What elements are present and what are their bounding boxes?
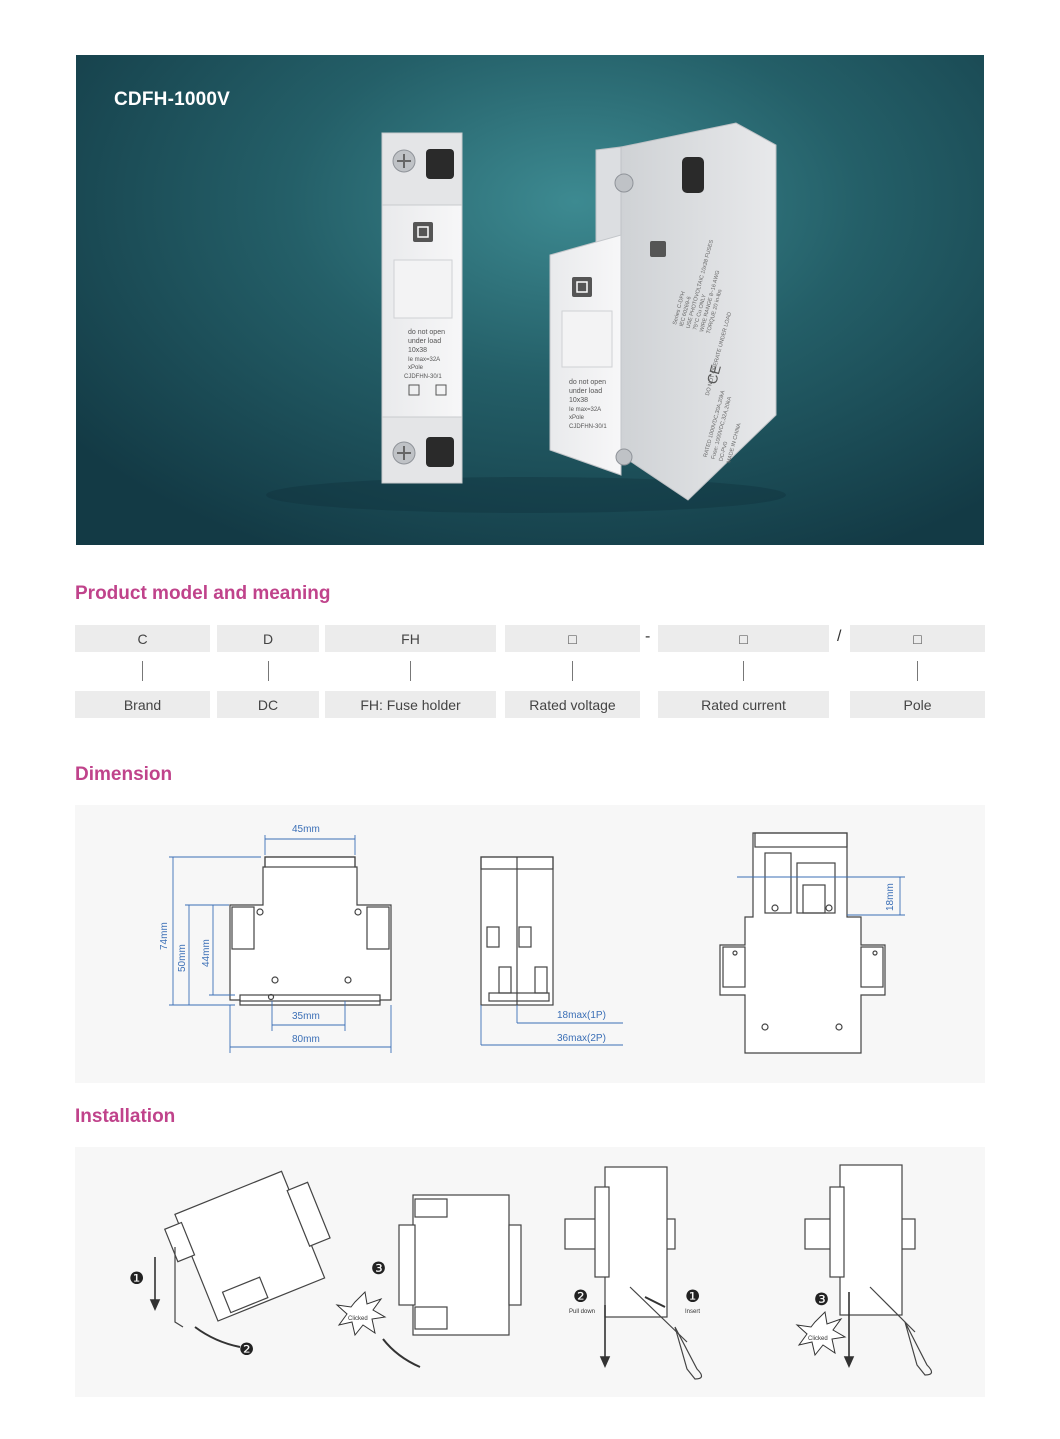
- clicked-caption: Clicked: [808, 1336, 828, 1342]
- side-label-line: 10x38: [569, 397, 588, 404]
- fuse-holder-illustration: do not open under load 10x38 Ie max=32A …: [266, 122, 786, 513]
- side-label-line: under load: [569, 388, 602, 395]
- step-number: ❸: [814, 1290, 829, 1310]
- front-label-line: 10x38: [408, 347, 427, 354]
- brand-logo-icon: [650, 241, 666, 257]
- brand-logo-icon: [572, 277, 592, 297]
- dim-label-44: 44mm: [201, 939, 212, 967]
- dim-label-45: 45mm: [292, 824, 320, 835]
- dim-label-2p: 36max(2P): [557, 1033, 606, 1044]
- step-number: ❸: [371, 1259, 386, 1279]
- connector-line: [268, 661, 269, 681]
- meaning-cell: DC: [217, 691, 319, 718]
- front-label-line: xPole: [408, 365, 424, 371]
- connector-line: [917, 661, 918, 681]
- step-number: ❷: [239, 1340, 254, 1360]
- meaning-cell: Rated voltage: [505, 691, 640, 718]
- front-label-line: CJDFHN-30/1: [404, 374, 442, 380]
- code-cell: □: [505, 625, 640, 652]
- side-label-line: do not open: [569, 379, 606, 386]
- step-number: ❶: [129, 1269, 144, 1289]
- dim-label-74: 74mm: [159, 922, 170, 950]
- dimension-section-title: Dimension: [75, 764, 173, 785]
- dimension-drawings: 45mm 74mm 50mm 44mm 35mm 80mm 18max(1P) …: [75, 805, 985, 1083]
- code-cell: C: [75, 625, 210, 652]
- code-cell: FH: [325, 625, 496, 652]
- code-cell: D: [217, 625, 319, 652]
- side-label-line: Ie max=32A: [569, 407, 601, 413]
- side-label-line: CJDFHN-30/1: [569, 424, 607, 430]
- connector-line: [410, 661, 411, 681]
- front-label-line: do not open: [408, 329, 445, 336]
- front-unit: do not open under load 10x38 Ie max=32A …: [381, 132, 463, 484]
- meaning-cell: Brand: [75, 691, 210, 718]
- dim-label-1p: 18max(1P): [557, 1010, 606, 1021]
- code-separator: /: [837, 628, 842, 645]
- product-hero-image: do not open under load 10x38 Ie max=32A …: [76, 55, 984, 545]
- dim-label-80: 80mm: [292, 1034, 320, 1045]
- hero-title: CDFH-1000V: [114, 89, 231, 110]
- installation-svg: Clicked Clicked Pull down Insert ❶ ❷ ❸ ❸…: [129, 1164, 933, 1380]
- front-label-line: under load: [408, 338, 441, 345]
- model-section-title: Product model and meaning: [75, 583, 331, 604]
- insert-caption: Insert: [685, 1309, 700, 1315]
- installation-section-title: Installation: [75, 1106, 176, 1127]
- installation-drawings: Clicked Clicked Pull down Insert ❶ ❷ ❸ ❸…: [75, 1147, 985, 1397]
- pull-down-caption: Pull down: [569, 1309, 595, 1315]
- angled-unit: do not open under load 10x38 Ie max=32A …: [549, 122, 777, 501]
- dimension-lines: [169, 835, 905, 1053]
- code-cell: □: [850, 625, 985, 652]
- dim-label-18: 18mm: [885, 883, 896, 911]
- meaning-cell: Rated current: [658, 691, 829, 718]
- step-number: ❷: [573, 1287, 588, 1307]
- dimension-svg: 45mm 74mm 50mm 44mm 35mm 80mm 18max(1P) …: [159, 824, 905, 1054]
- meaning-cell: Pole: [850, 691, 985, 718]
- connector-line: [142, 661, 143, 681]
- ce-mark: CE: [703, 363, 723, 386]
- code-cell: □: [658, 625, 829, 652]
- connector-line: [572, 661, 573, 681]
- meaning-cell: FH: Fuse holder: [325, 691, 496, 718]
- step-number: ❶: [685, 1287, 700, 1307]
- dim-label-35: 35mm: [292, 1011, 320, 1022]
- spec-line: DC-PV0: [718, 441, 729, 462]
- front-label-line: Ie max=32A: [408, 357, 440, 363]
- clicked-caption: Clicked: [348, 1316, 368, 1322]
- side-label-line: xPole: [569, 415, 585, 421]
- connector-line: [743, 661, 744, 681]
- dimension-labels: 45mm 74mm 50mm 44mm 35mm 80mm 18max(1P) …: [159, 824, 896, 1045]
- brand-logo-icon: [413, 222, 433, 242]
- dim-label-50: 50mm: [177, 944, 188, 972]
- code-separator: -: [645, 628, 651, 645]
